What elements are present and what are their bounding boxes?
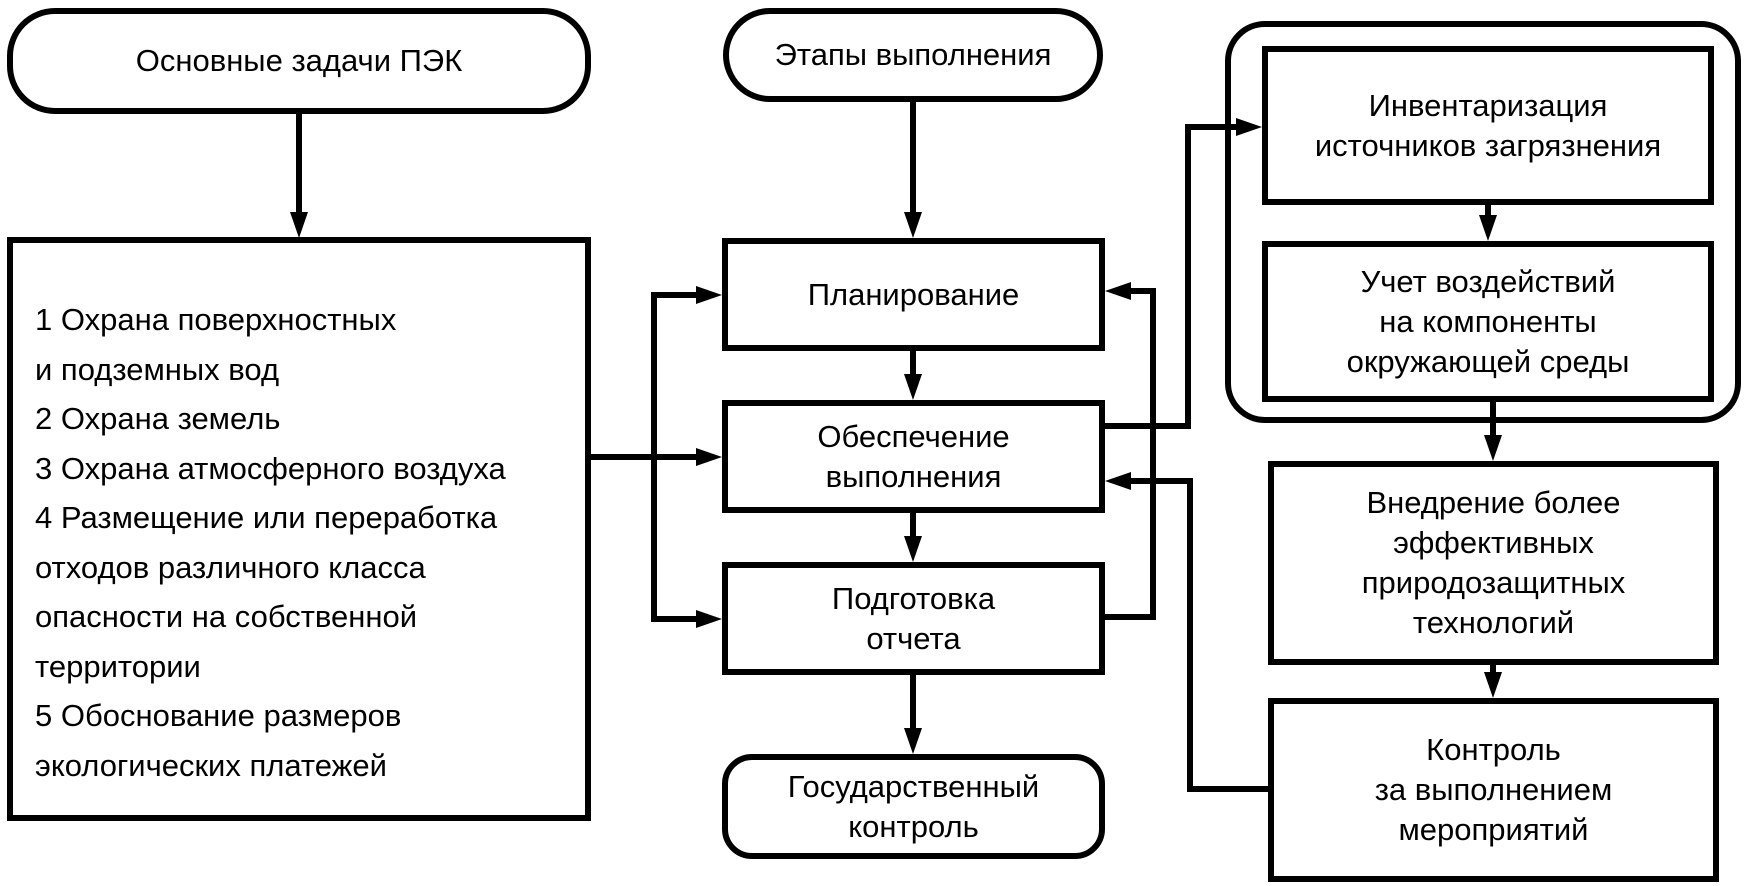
arrow-head-icon: [696, 286, 722, 304]
arrow-head-icon: [1105, 472, 1131, 490]
main-tasks-header: Основные задачи ПЭК: [7, 8, 591, 114]
impact-accounting-label: Учет воздействий на компоненты окружающе…: [1346, 263, 1630, 379]
arrow-head-icon: [904, 212, 922, 238]
inventory-box: Инвентаризация источников загрязнения: [1262, 46, 1714, 205]
task-item: 3 Охрана атмосферного воздуха: [35, 450, 506, 486]
stage-report: Подготовка отчета: [722, 562, 1105, 675]
stages-header-label: Этапы выполнения: [774, 37, 1052, 72]
right-group-container: [1225, 21, 1741, 423]
inventory-label: Инвентаризация источников загрязнения: [1314, 87, 1662, 163]
task-item: 4 Размещение или переработка отходов раз…: [35, 500, 498, 684]
impact-accounting-box: Учет воздействий на компоненты окружающе…: [1262, 241, 1714, 402]
stage-support-label: Обеспечение выполнения: [817, 418, 1010, 494]
measures-control-box: Контроль за выполнением мероприятий: [1268, 698, 1719, 882]
technology-box: Внедрение более эффективных природозащит…: [1268, 461, 1719, 665]
arrow-head-icon: [1484, 435, 1502, 461]
state-control: Государственный контроль: [722, 754, 1105, 859]
edge-report-to-planning: [1105, 288, 1156, 620]
task-item: 1 Охрана поверхностных и подземных вод: [35, 302, 397, 387]
stage-planning-label: Планирование: [807, 276, 1020, 312]
arrow-head-icon: [1236, 118, 1262, 136]
arrow-head-icon: [1105, 282, 1131, 300]
arrow-head-icon: [904, 536, 922, 562]
task-item: 2 Охрана земель: [35, 401, 281, 436]
arrow-head-icon: [1479, 215, 1497, 241]
edge-control-to-support: [1131, 478, 1268, 792]
stages-header: Этапы выполнения: [723, 8, 1103, 102]
arrow-head-icon: [904, 374, 922, 400]
tasks-box: 1 Охрана поверхностных и подземных вод 2…: [7, 237, 591, 821]
arrow-head-icon: [696, 610, 722, 628]
task-item: 5 Обоснование размеров экологических пла…: [35, 698, 402, 783]
arrow-head-icon: [290, 212, 308, 238]
stage-planning: Планирование: [722, 238, 1105, 351]
stage-support: Обеспечение выполнения: [722, 400, 1105, 513]
technology-label: Внедрение более эффективных природозащит…: [1361, 485, 1626, 640]
main-tasks-header-label: Основные задачи ПЭК: [135, 43, 463, 78]
arrow-head-icon: [904, 728, 922, 754]
measures-control-label: Контроль за выполнением мероприятий: [1374, 732, 1613, 847]
arrow-head-icon: [1484, 672, 1502, 698]
stage-report-label: Подготовка отчета: [831, 580, 996, 656]
state-control-label: Государственный контроль: [787, 768, 1040, 844]
tasks-list: 1 Охрана поверхностных и подземных вод 2…: [35, 295, 506, 790]
edge-support-to-inventory: [1105, 124, 1236, 429]
edge-left-bus: [651, 292, 696, 622]
arrow-head-icon: [696, 448, 722, 466]
